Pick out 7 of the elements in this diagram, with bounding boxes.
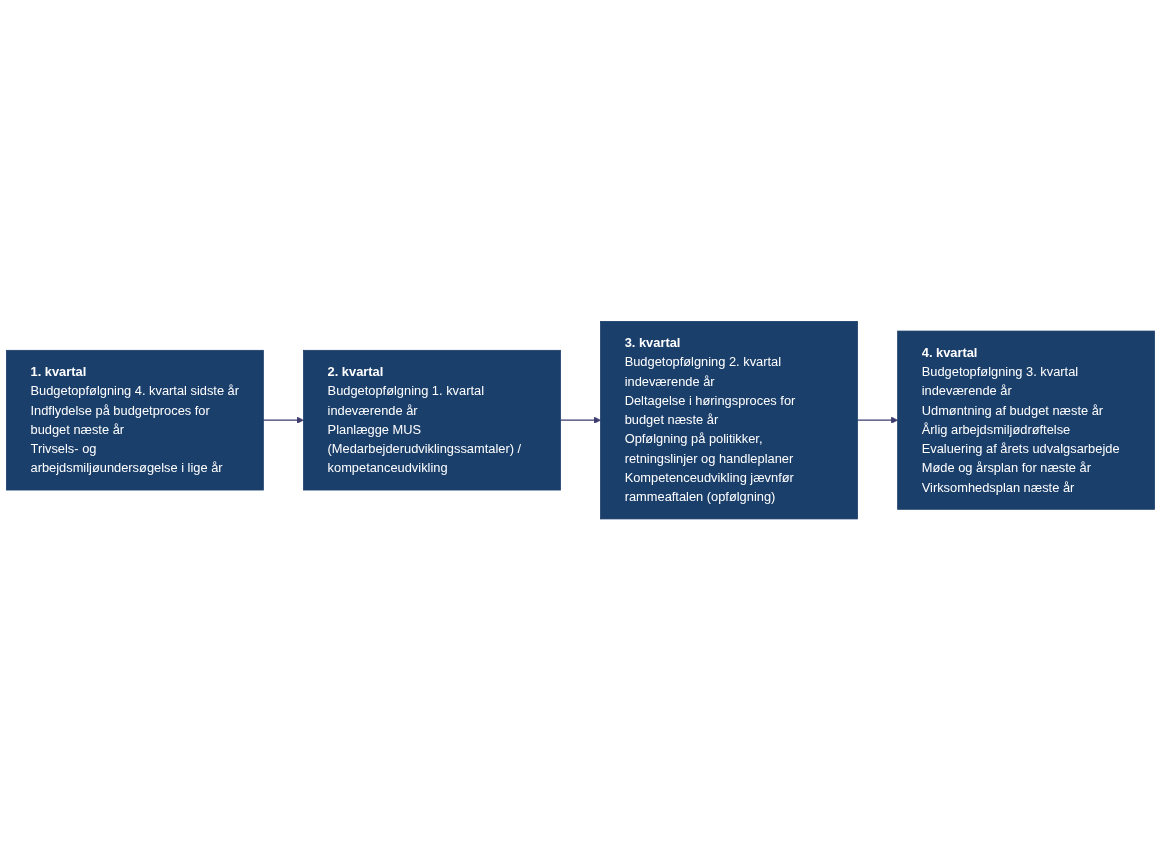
node-box: 1. kvartal Budgetopfølgning 4. kvartal sidste år Indflydelse på budgetproces for budget næste år Trivsels- og arbejdsmiljøundersøgelse i lige år bbox=[6, 350, 264, 491]
arrow bbox=[856, 416, 898, 424]
node-box: 2. kvartal Budgetopfølgning 1. kvartal indeværende år Planlægge MUS (Medarbejderudviklingssamtaler) / kompetanceudvikling bbox=[303, 350, 561, 491]
node-box: 4. kvartal Budgetopfølgning 3. kvartal indeværende år Udmøntning af budget næste år Årlig arbejdsmiljødrøftelse Evaluering af årets udvalgsarbejde Møde og årsplan for næste år Virksomhedsplan næste år bbox=[897, 330, 1155, 510]
node-box: 3. kvartal Budgetopfølgning 2. kvartal indeværende år Deltagelse i høringsproces for budget næste år Opfølgning på politikker, retningslinjer og handleplaner Kompetenceudvikling jævnfør rammeaftalen (opfølgning) bbox=[600, 321, 858, 520]
arrow bbox=[559, 416, 601, 424]
arrow bbox=[262, 416, 304, 424]
